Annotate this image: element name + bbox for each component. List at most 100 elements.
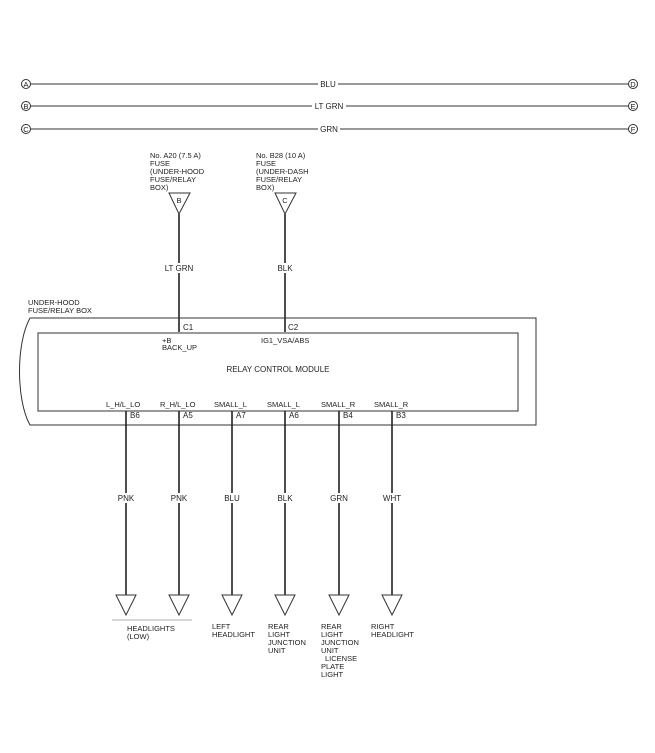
pin-b4-label: B4: [343, 411, 353, 420]
relay-control-module-label: RELAY CONTROL MODULE: [227, 365, 330, 374]
pin-b6-label: B6: [130, 411, 140, 420]
wire-grn-label: GRN: [330, 494, 348, 503]
load-right-headlight-line-2: HEADLIGHT: [371, 630, 414, 639]
bus-a-left-letter: A: [23, 80, 28, 89]
output-a7-signal: SMALL_L: [214, 400, 247, 409]
load-right-headlight-line-1: RIGHT: [371, 622, 395, 631]
fuse-a20-line-5: BOX): [150, 183, 169, 192]
load-rear-light-junction-unit: REAR LIGHT JUNCTION UNIT: [268, 622, 306, 655]
bus-c-label-bg: [318, 123, 340, 135]
wire-blk-out-label: BLK: [277, 494, 293, 503]
bus-a-right-marker: [628, 79, 638, 89]
bus-c-wire-label: GRN: [320, 125, 338, 134]
box-name-line-1: UNDER-HOOD: [28, 298, 80, 307]
load-rljb-2-line-5: LICENSE: [325, 654, 357, 663]
connector-c-triangle: [274, 192, 297, 216]
pin-b3-label: B3: [396, 411, 406, 420]
load-rljb-2-line-2: LIGHT: [321, 630, 344, 639]
connector-b-letter: B: [176, 196, 181, 205]
pin-a6-label: A6: [289, 411, 299, 420]
input-c1-signal-line-1: +B: [162, 336, 171, 345]
bus-c-left-letter: C: [23, 125, 29, 134]
bus-a-wire-label: BLU: [320, 80, 336, 89]
output-a7: SMALL_L A7 BLU: [214, 400, 247, 617]
output-b4: SMALL_R B4 GRN: [321, 400, 356, 617]
bus-c-right-marker: [628, 124, 638, 134]
bus-b-wire-label: LT GRN: [315, 102, 344, 111]
wire-blk-out-label-bg: [273, 493, 297, 503]
load-rear-light-junction-unit-license-plate: REAR LIGHT JUNCTION UNIT LICENSE PLATE L…: [321, 622, 359, 679]
bus-c: C GRN F: [21, 123, 638, 135]
wire-pnk-2-label-bg: [167, 493, 191, 503]
load-rljb-1-line-1: REAR: [268, 622, 289, 631]
input-c2-signal: IG1_VSA/ABS: [261, 336, 309, 345]
pin-c2-label: C2: [288, 323, 299, 332]
fuse-a20: No. A20 (7.5 A) FUSE (UNDER-HOOD FUSE/RE…: [150, 151, 205, 332]
pin-a7-label: A7: [236, 411, 246, 420]
fuse-relay-box-outline: [19, 317, 537, 426]
fuse-b28-line-5: BOX): [256, 183, 275, 192]
wire-pnk-1-label: PNK: [118, 494, 135, 503]
fuse-a20-line-4: FUSE/RELAY: [150, 175, 196, 184]
load-rljb-2-line-3: JUNCTION: [321, 638, 359, 647]
ground-arrow-3: [221, 594, 243, 617]
fuse-b28-line-3: (UNDER-DASH: [256, 167, 309, 176]
bus-c-right-letter: F: [631, 125, 636, 134]
load-right-headlight: RIGHT HEADLIGHT: [371, 622, 414, 639]
wire-blu-label-bg: [220, 493, 244, 503]
output-a5: R_H/L_LO A5 PNK: [160, 400, 196, 617]
fuse-b28-line-2: FUSE: [256, 159, 276, 168]
output-b6-signal: L_H/L_LO: [106, 400, 140, 409]
box-name-line-2: FUSE/RELAY BOX: [28, 306, 92, 315]
wire-wht-label: WHT: [383, 494, 401, 503]
output-b4-signal: SMALL_R: [321, 400, 356, 409]
bus-b: B LT GRN E: [21, 100, 638, 112]
output-a6: SMALL_L A6 BLK: [267, 400, 300, 617]
ground-arrow-4: [274, 594, 296, 617]
wire-pnk-1-label-bg: [114, 493, 138, 503]
pin-c1-label: C1: [183, 323, 194, 332]
wire-lt-grn-label-bg: [163, 263, 195, 273]
load-rljb-2-line-1: REAR: [321, 622, 342, 631]
load-rljb-1-line-3: JUNCTION: [268, 638, 306, 647]
bus-a: A BLU D: [21, 78, 638, 90]
wire-blk-feed-label: BLK: [277, 264, 293, 273]
load-rljb-2-line-6: PLATE: [321, 662, 344, 671]
connector-c-letter: C: [282, 196, 288, 205]
bus-b-label-bg: [312, 100, 346, 112]
load-left-headlight-line-2: HEADLIGHT: [212, 630, 255, 639]
output-a6-signal: SMALL_L: [267, 400, 300, 409]
wire-wht-label-bg: [380, 493, 404, 503]
load-rljb-1-line-4: UNIT: [268, 646, 286, 655]
bus-b-right-letter: E: [630, 102, 635, 111]
load-rljb-2-line-7: LIGHT: [321, 670, 344, 679]
under-hood-fuse-relay-box: UNDER-HOOD FUSE/RELAY BOX RELAY CONTROL …: [19, 298, 537, 426]
ground-arrow-5: [328, 594, 350, 617]
fuse-a20-line-2: FUSE: [150, 159, 170, 168]
ground-arrow-2: [168, 594, 190, 617]
connector-b-triangle: [168, 192, 191, 216]
load-headlights-line-1: HEADLIGHTS: [127, 624, 175, 633]
load-rljb-2-line-4: UNIT: [321, 646, 339, 655]
wire-grn-label-bg: [327, 493, 351, 503]
load-headlights-line-2: (LOW): [127, 632, 150, 641]
ground-arrow-6: [381, 594, 403, 617]
load-left-headlight-line-1: LEFT: [212, 622, 231, 631]
output-b6: L_H/L_LO B6 PNK: [106, 400, 140, 617]
output-a5-signal: R_H/L_LO: [160, 400, 196, 409]
wire-blu-label: BLU: [224, 494, 240, 503]
fuse-b28: No. B28 (10 A) FUSE (UNDER-DASH FUSE/REL…: [256, 151, 309, 332]
load-rljb-1-line-2: LIGHT: [268, 630, 291, 639]
bus-a-right-letter: D: [630, 80, 636, 89]
bus-b-left-letter: B: [23, 102, 28, 111]
wire-blk-feed-label-bg: [273, 263, 297, 273]
fuse-a20-line-3: (UNDER-HOOD: [150, 167, 205, 176]
wire-pnk-2-label: PNK: [171, 494, 188, 503]
load-headlights-low: HEADLIGHTS (LOW): [112, 619, 192, 641]
wire-lt-grn-label: LT GRN: [165, 264, 194, 273]
input-c1-signal-line-2: BACK_UP: [162, 343, 197, 352]
ground-arrow-1: [115, 594, 137, 617]
load-left-headlight: LEFT HEADLIGHT: [212, 622, 255, 639]
fuse-a20-line-1: No. A20 (7.5 A): [150, 151, 201, 160]
